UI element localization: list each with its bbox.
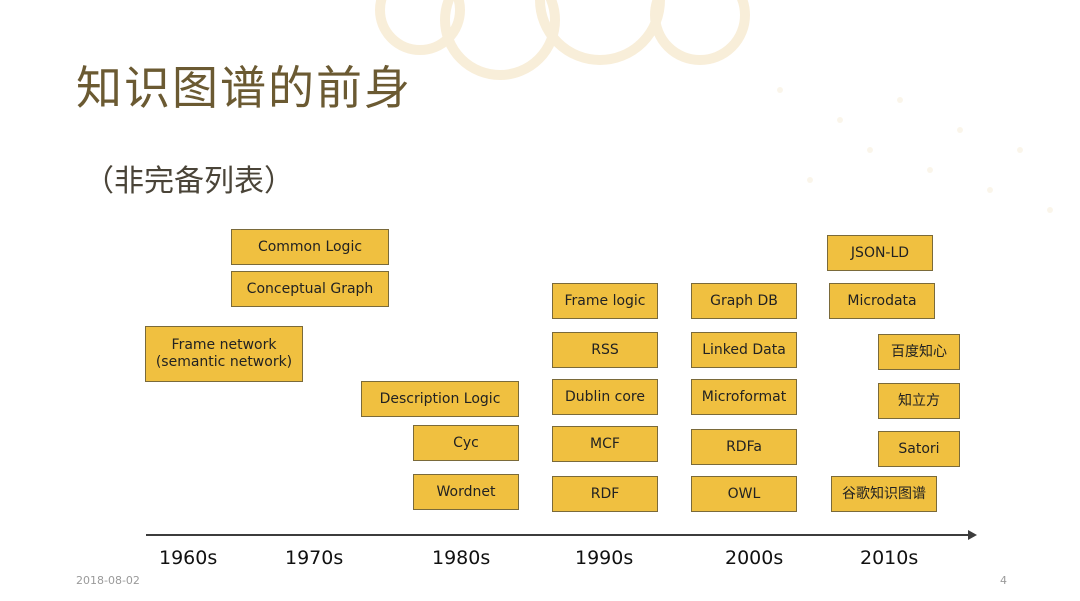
box-label: Satori	[898, 440, 940, 457]
box-dublin-core: Dublin core	[552, 379, 658, 415]
box-frame-logic: Frame logic	[552, 283, 658, 319]
box-rdf: RDF	[552, 476, 658, 512]
box-satori: Satori	[878, 431, 960, 467]
box-rss: RSS	[552, 332, 658, 368]
box-label: Frame network (semantic network)	[155, 337, 293, 370]
slide-subtitle: （非完备列表）	[84, 164, 294, 199]
box-zhilifang: 知立方	[878, 383, 960, 419]
box-frame-network: Frame network (semantic network)	[145, 326, 303, 382]
box-label: Cyc	[453, 434, 479, 451]
decade-label-2010s: 2010s	[860, 547, 919, 569]
box-graph-db: Graph DB	[691, 283, 797, 319]
box-linked-data: Linked Data	[691, 332, 797, 368]
page-number: 4	[1000, 574, 1007, 587]
box-label: RDF	[590, 485, 620, 502]
box-label: Frame logic	[564, 292, 646, 309]
box-wordnet: Wordnet	[413, 474, 519, 510]
box-rdfa: RDFa	[691, 429, 797, 465]
slide-title: 知识图谱的前身	[76, 61, 412, 115]
decade-label-1980s: 1980s	[432, 547, 491, 569]
box-mcf: MCF	[552, 426, 658, 462]
decade-label-1990s: 1990s	[575, 547, 634, 569]
box-label: Microformat	[701, 388, 787, 405]
box-label: RDFa	[726, 438, 762, 455]
box-owl: OWL	[691, 476, 797, 512]
box-cyc: Cyc	[413, 425, 519, 461]
box-description-logic: Description Logic	[361, 381, 519, 417]
box-label: Linked Data	[702, 341, 786, 358]
box-conceptual-graph: Conceptual Graph	[231, 271, 389, 307]
box-label: 知立方	[898, 392, 940, 409]
box-label: OWL	[727, 485, 761, 502]
box-label: Common Logic	[257, 238, 363, 255]
box-common-logic: Common Logic	[231, 229, 389, 265]
box-label: Description Logic	[379, 390, 501, 407]
footer-date: 2018-08-02	[76, 574, 140, 587]
box-label: Graph DB	[710, 292, 778, 309]
box-google-knowledge-graph: 谷歌知识图谱	[831, 476, 937, 512]
box-label: Conceptual Graph	[246, 280, 374, 297]
box-label: 谷歌知识图谱	[842, 485, 926, 502]
box-label: Dublin core	[565, 388, 645, 405]
box-baidu-zhixin: 百度知心	[878, 334, 960, 370]
box-json-ld: JSON-LD	[827, 235, 933, 271]
box-microformat: Microformat	[691, 379, 797, 415]
timeline-arrowhead	[968, 530, 977, 540]
box-label: Wordnet	[436, 483, 496, 500]
box-label: Microdata	[847, 292, 917, 309]
decade-label-2000s: 2000s	[725, 547, 784, 569]
decade-label-1970s: 1970s	[285, 547, 344, 569]
decade-label-1960s: 1960s	[159, 547, 218, 569]
timeline-axis	[146, 534, 972, 536]
box-label: RSS	[591, 341, 619, 358]
box-label: 百度知心	[891, 343, 947, 360]
box-label: JSON-LD	[850, 244, 910, 261]
box-label: MCF	[590, 435, 620, 452]
box-microdata: Microdata	[829, 283, 935, 319]
